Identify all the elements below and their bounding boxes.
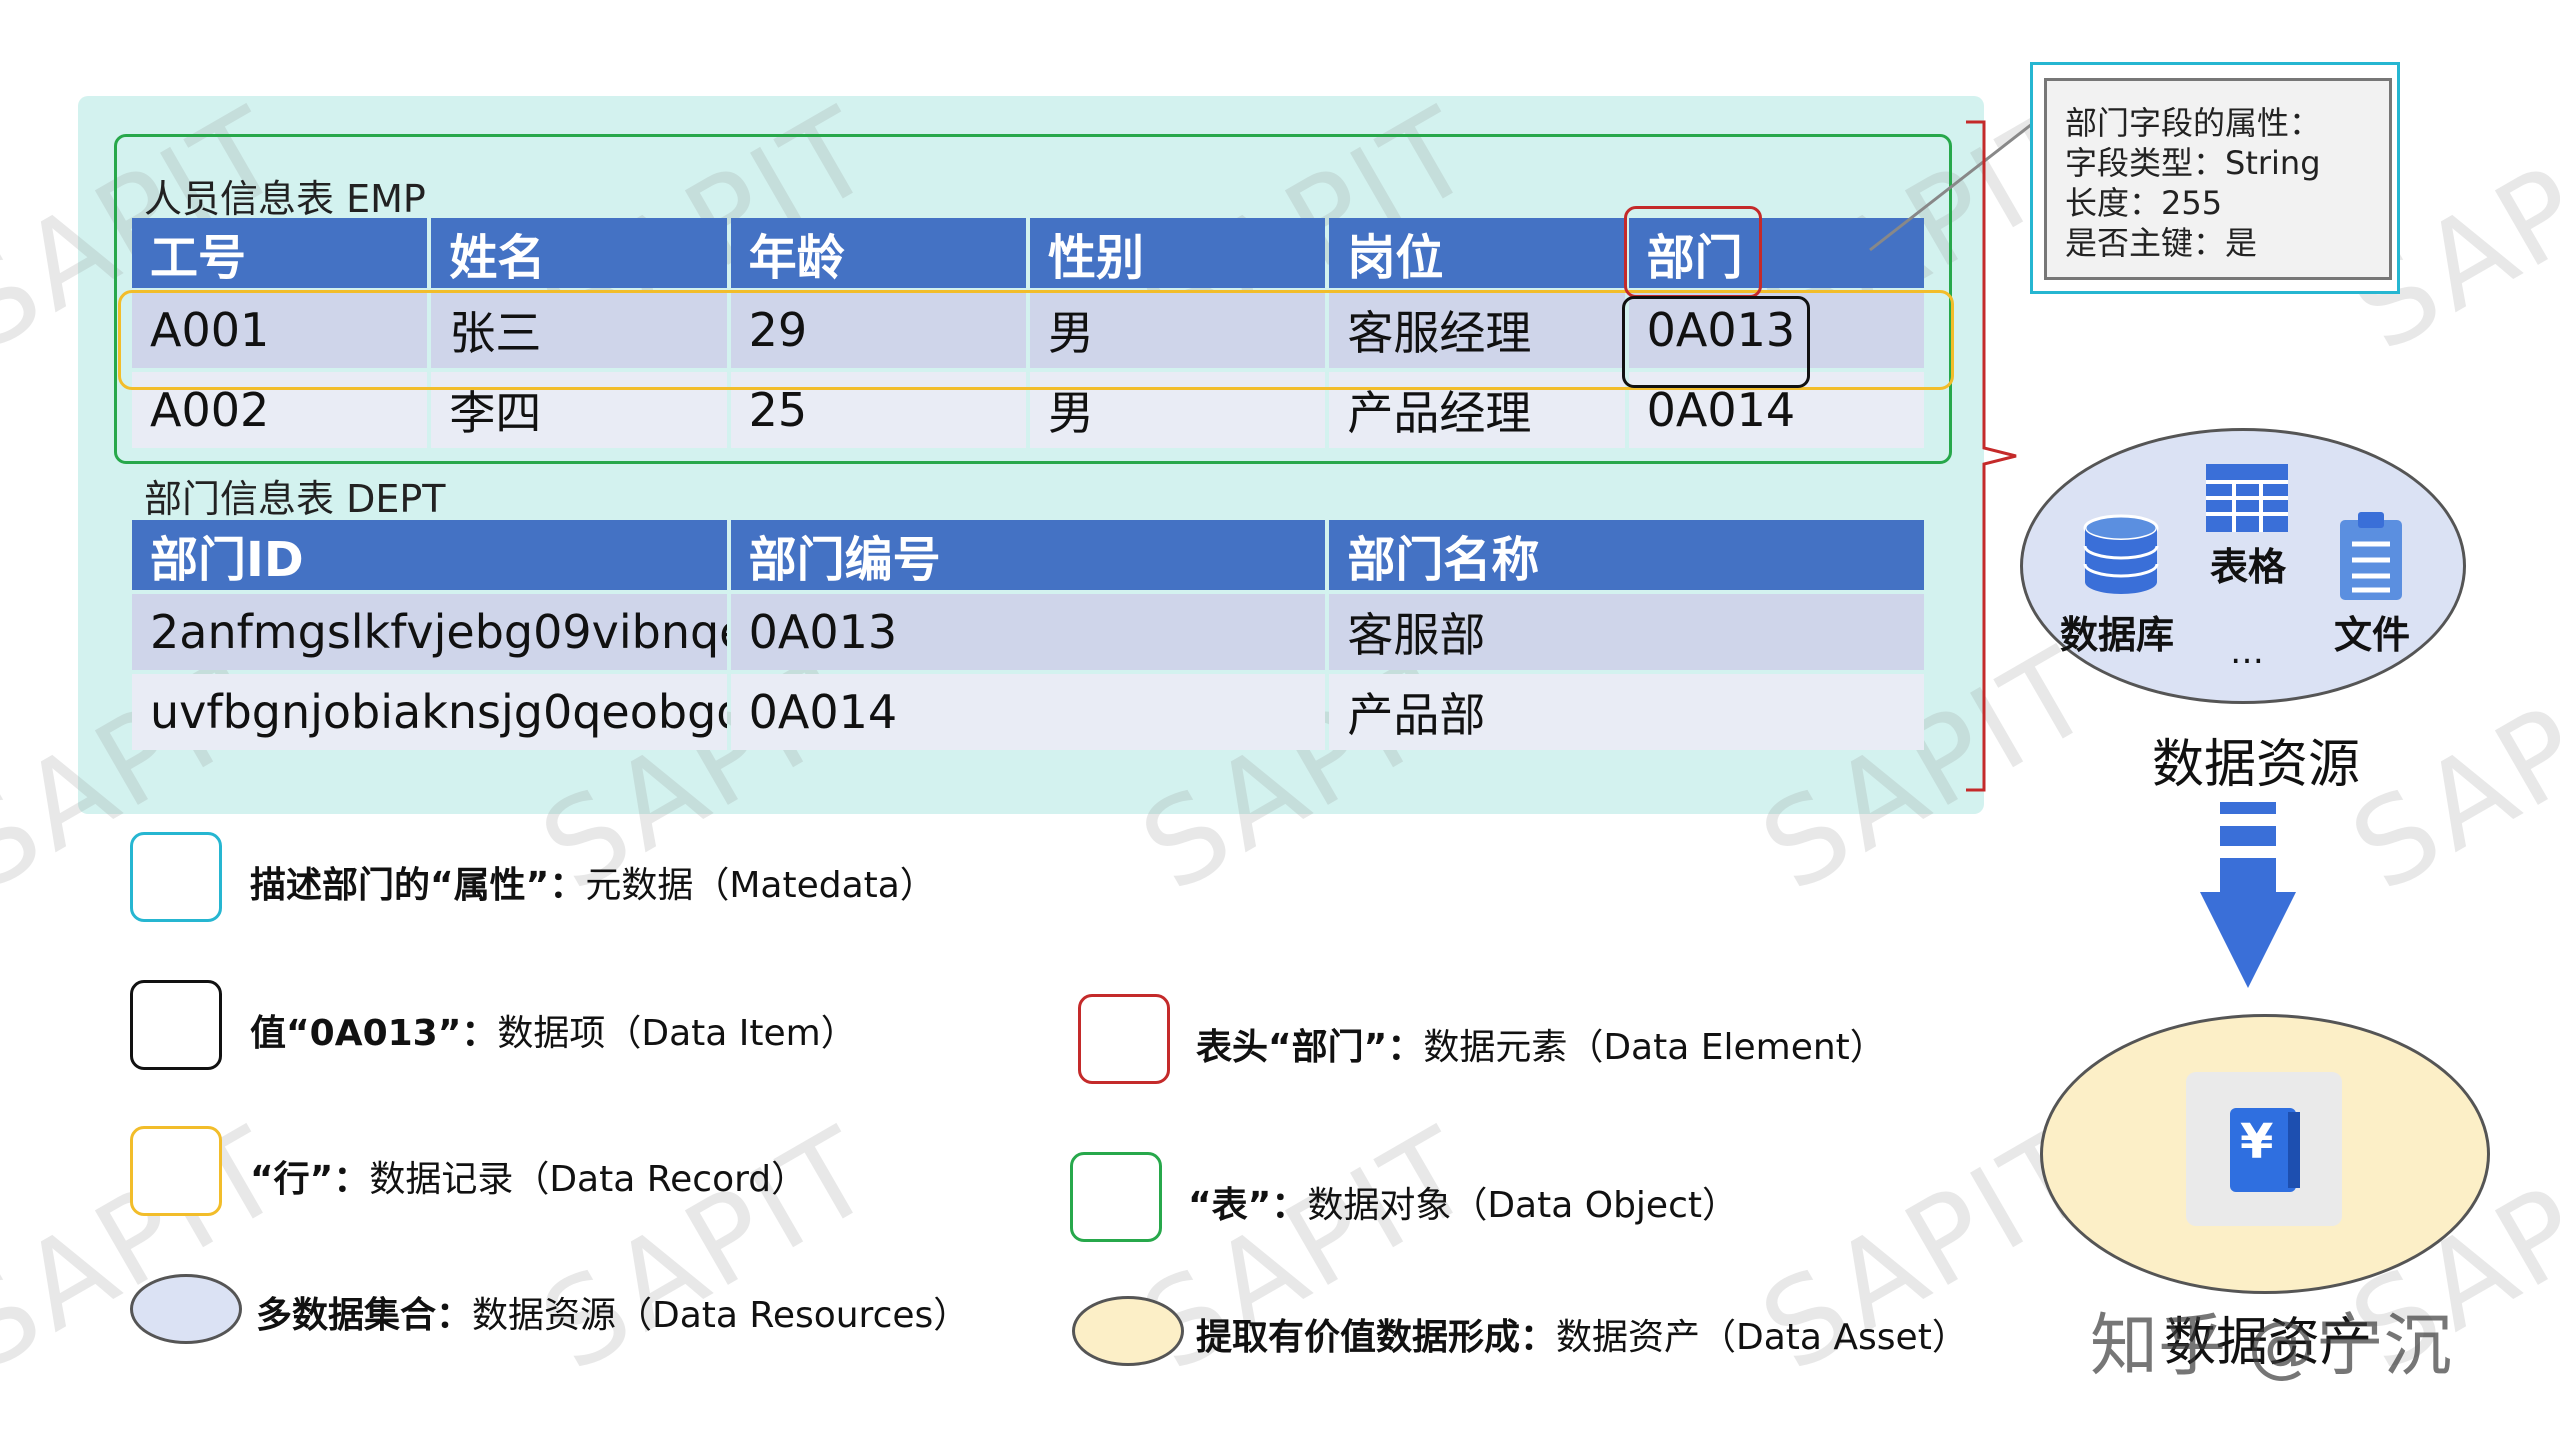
table-cell: 29 [730,292,1026,368]
legend-term: “表”： [1188,1185,1308,1226]
legend-data-resources-swatch [130,1274,242,1344]
legend-term: “行”： [250,1159,370,1200]
table-cell: 男 [1029,372,1326,448]
legend-definition: 数据资产（Data Asset） [1556,1317,1968,1358]
legend-term: 描述部门的“属性”： [250,865,586,906]
emp-header-cell: 姓名 [431,218,727,288]
metadata-connector-line [1869,108,2051,252]
table-cell: 产品部 [1329,674,1924,750]
emp-header-cell: 年龄 [730,218,1026,288]
legend-data-element-swatch [1078,994,1170,1084]
metadata-line: 是否主键：是 [2065,224,2258,262]
legend-term: 值“0A013”： [250,1013,498,1054]
legend-metadata-swatch [130,832,222,922]
table-cell: 男 [1029,292,1326,368]
dept-header-cell: 部门名称 [1329,520,1924,590]
database-label: 数据库 [2060,613,2175,657]
data-element-frame [1624,206,1762,298]
table-cell: 25 [730,372,1026,448]
legend-data-resources-text: 多数据集合：数据资源（Data Resources） [256,1286,969,1338]
watermark: SAPIT [519,1100,897,1398]
emp-table-caption: 人员信息表 EMP [144,177,426,221]
legend-data-item-swatch [130,980,222,1070]
table-cell: 0A014 [1628,372,1924,448]
database-icon [2083,514,2159,594]
dept-header-row: 部门ID 部门编号 部门名称 [132,520,1924,590]
table-cell: 产品经理 [1329,372,1625,448]
legend-metadata-text: 描述部门的“属性”：元数据（Matedata） [250,856,936,908]
metadata-box: 部门字段的属性： 字段类型：String 长度：255 是否主键：是 [2044,78,2392,280]
legend-data-asset-text: 提取有价值数据形成：数据资产（Data Asset） [1196,1308,1968,1360]
data-asset-ellipse [2040,1014,2490,1294]
legend-definition: 数据项（Data Item） [497,1013,857,1054]
table-icon [2206,464,2288,532]
table-cell: 客服部 [1329,594,1924,670]
emp-header-cell: 性别 [1029,218,1326,288]
emp-table: 工号 姓名 年龄 性别 岗位 部门 A001 张三 29 男 客服经理 0A01… [128,214,1928,452]
legend-definition: 数据资源（Data Resources） [472,1295,970,1336]
table-cell: 李四 [431,372,727,448]
data-record-frame [118,290,1954,390]
dept-header-cell: 部门ID [132,520,727,590]
table-cell: 0A013 [1628,292,1924,368]
table-row: A002 李四 25 男 产品经理 0A014 [132,372,1924,448]
table-cell: A002 [132,372,428,448]
bracket [1966,120,2017,792]
legend-definition: 数据对象（Data Object） [1307,1185,1738,1226]
table-cell: uvfbgnjobiaknsjg0qeobgq [132,674,727,750]
yuan-book-icon [2230,1108,2300,1192]
legend-term: 多数据集合： [256,1295,473,1336]
table-cell: 客服经理 [1329,292,1625,368]
arrow-down-icon [2200,802,2296,988]
credit-watermark: 知乎 @宁沉 [2090,1307,2452,1386]
legend-data-record-text: “行”：数据记录（Data Record） [250,1150,807,1202]
table-row: A001 张三 29 男 客服经理 0A013 [132,292,1924,368]
dept-header-cell: 部门编号 [730,520,1326,590]
emp-header-cell: 岗位 [1329,218,1625,288]
data-resources-label: 数据资源 [2152,735,2361,795]
data-item-frame [1622,296,1810,388]
table-cell: 2anfmgslkfvjebg09vibnqe [132,594,727,670]
emp-header-row: 工号 姓名 年龄 性别 岗位 部门 [132,218,1924,288]
dept-table: 部门ID 部门编号 部门名称 2anfmgslkfvjebg09vibnqe 0… [128,516,1928,754]
file-icon [2340,512,2402,600]
legend-data-object-text: “表”：数据对象（Data Object） [1188,1176,1738,1228]
emp-header-cell-dept: 部门 [1628,218,1924,288]
legend-data-asset-swatch [1072,1296,1184,1366]
table-cell: 0A014 [730,674,1326,750]
legend-definition: 数据元素（Data Element） [1423,1027,1886,1068]
ellipsis: … [2230,632,2264,672]
yuan-symbol: ¥ [2240,1114,2274,1170]
table-cell: 0A013 [730,594,1326,670]
table-cell: A001 [132,292,428,368]
emp-header-cell: 工号 [132,218,428,288]
legend-term: 提取有价值数据形成： [1196,1317,1557,1358]
legend-data-element-text: 表头“部门”：数据元素（Data Element） [1196,1018,1886,1070]
table-row: 2anfmgslkfvjebg09vibnqe 0A013 客服部 [132,594,1924,670]
table-row: uvfbgnjobiaknsjg0qeobgq 0A014 产品部 [132,674,1924,750]
legend-definition: 元数据（Matedata） [585,865,936,906]
legend-data-item-text: 值“0A013”：数据项（Data Item） [250,1004,857,1056]
table-cell: 张三 [431,292,727,368]
metadata-line: 长度：255 [2065,184,2223,222]
dept-table-caption: 部门信息表 DEPT [144,477,446,521]
legend-definition: 数据记录（Data Record） [369,1159,808,1200]
table-label: 表格 [2210,545,2287,589]
file-label: 文件 [2334,613,2411,657]
legend-data-record-swatch [130,1126,222,1216]
legend-data-object-swatch [1070,1152,1162,1242]
data-asset-label: 数据资产 [2164,1313,2373,1373]
metadata-line: 字段类型：String [2065,144,2321,182]
legend-term: 表头“部门”： [1196,1027,1424,1068]
metadata-line: 部门字段的属性： [2065,104,2322,142]
